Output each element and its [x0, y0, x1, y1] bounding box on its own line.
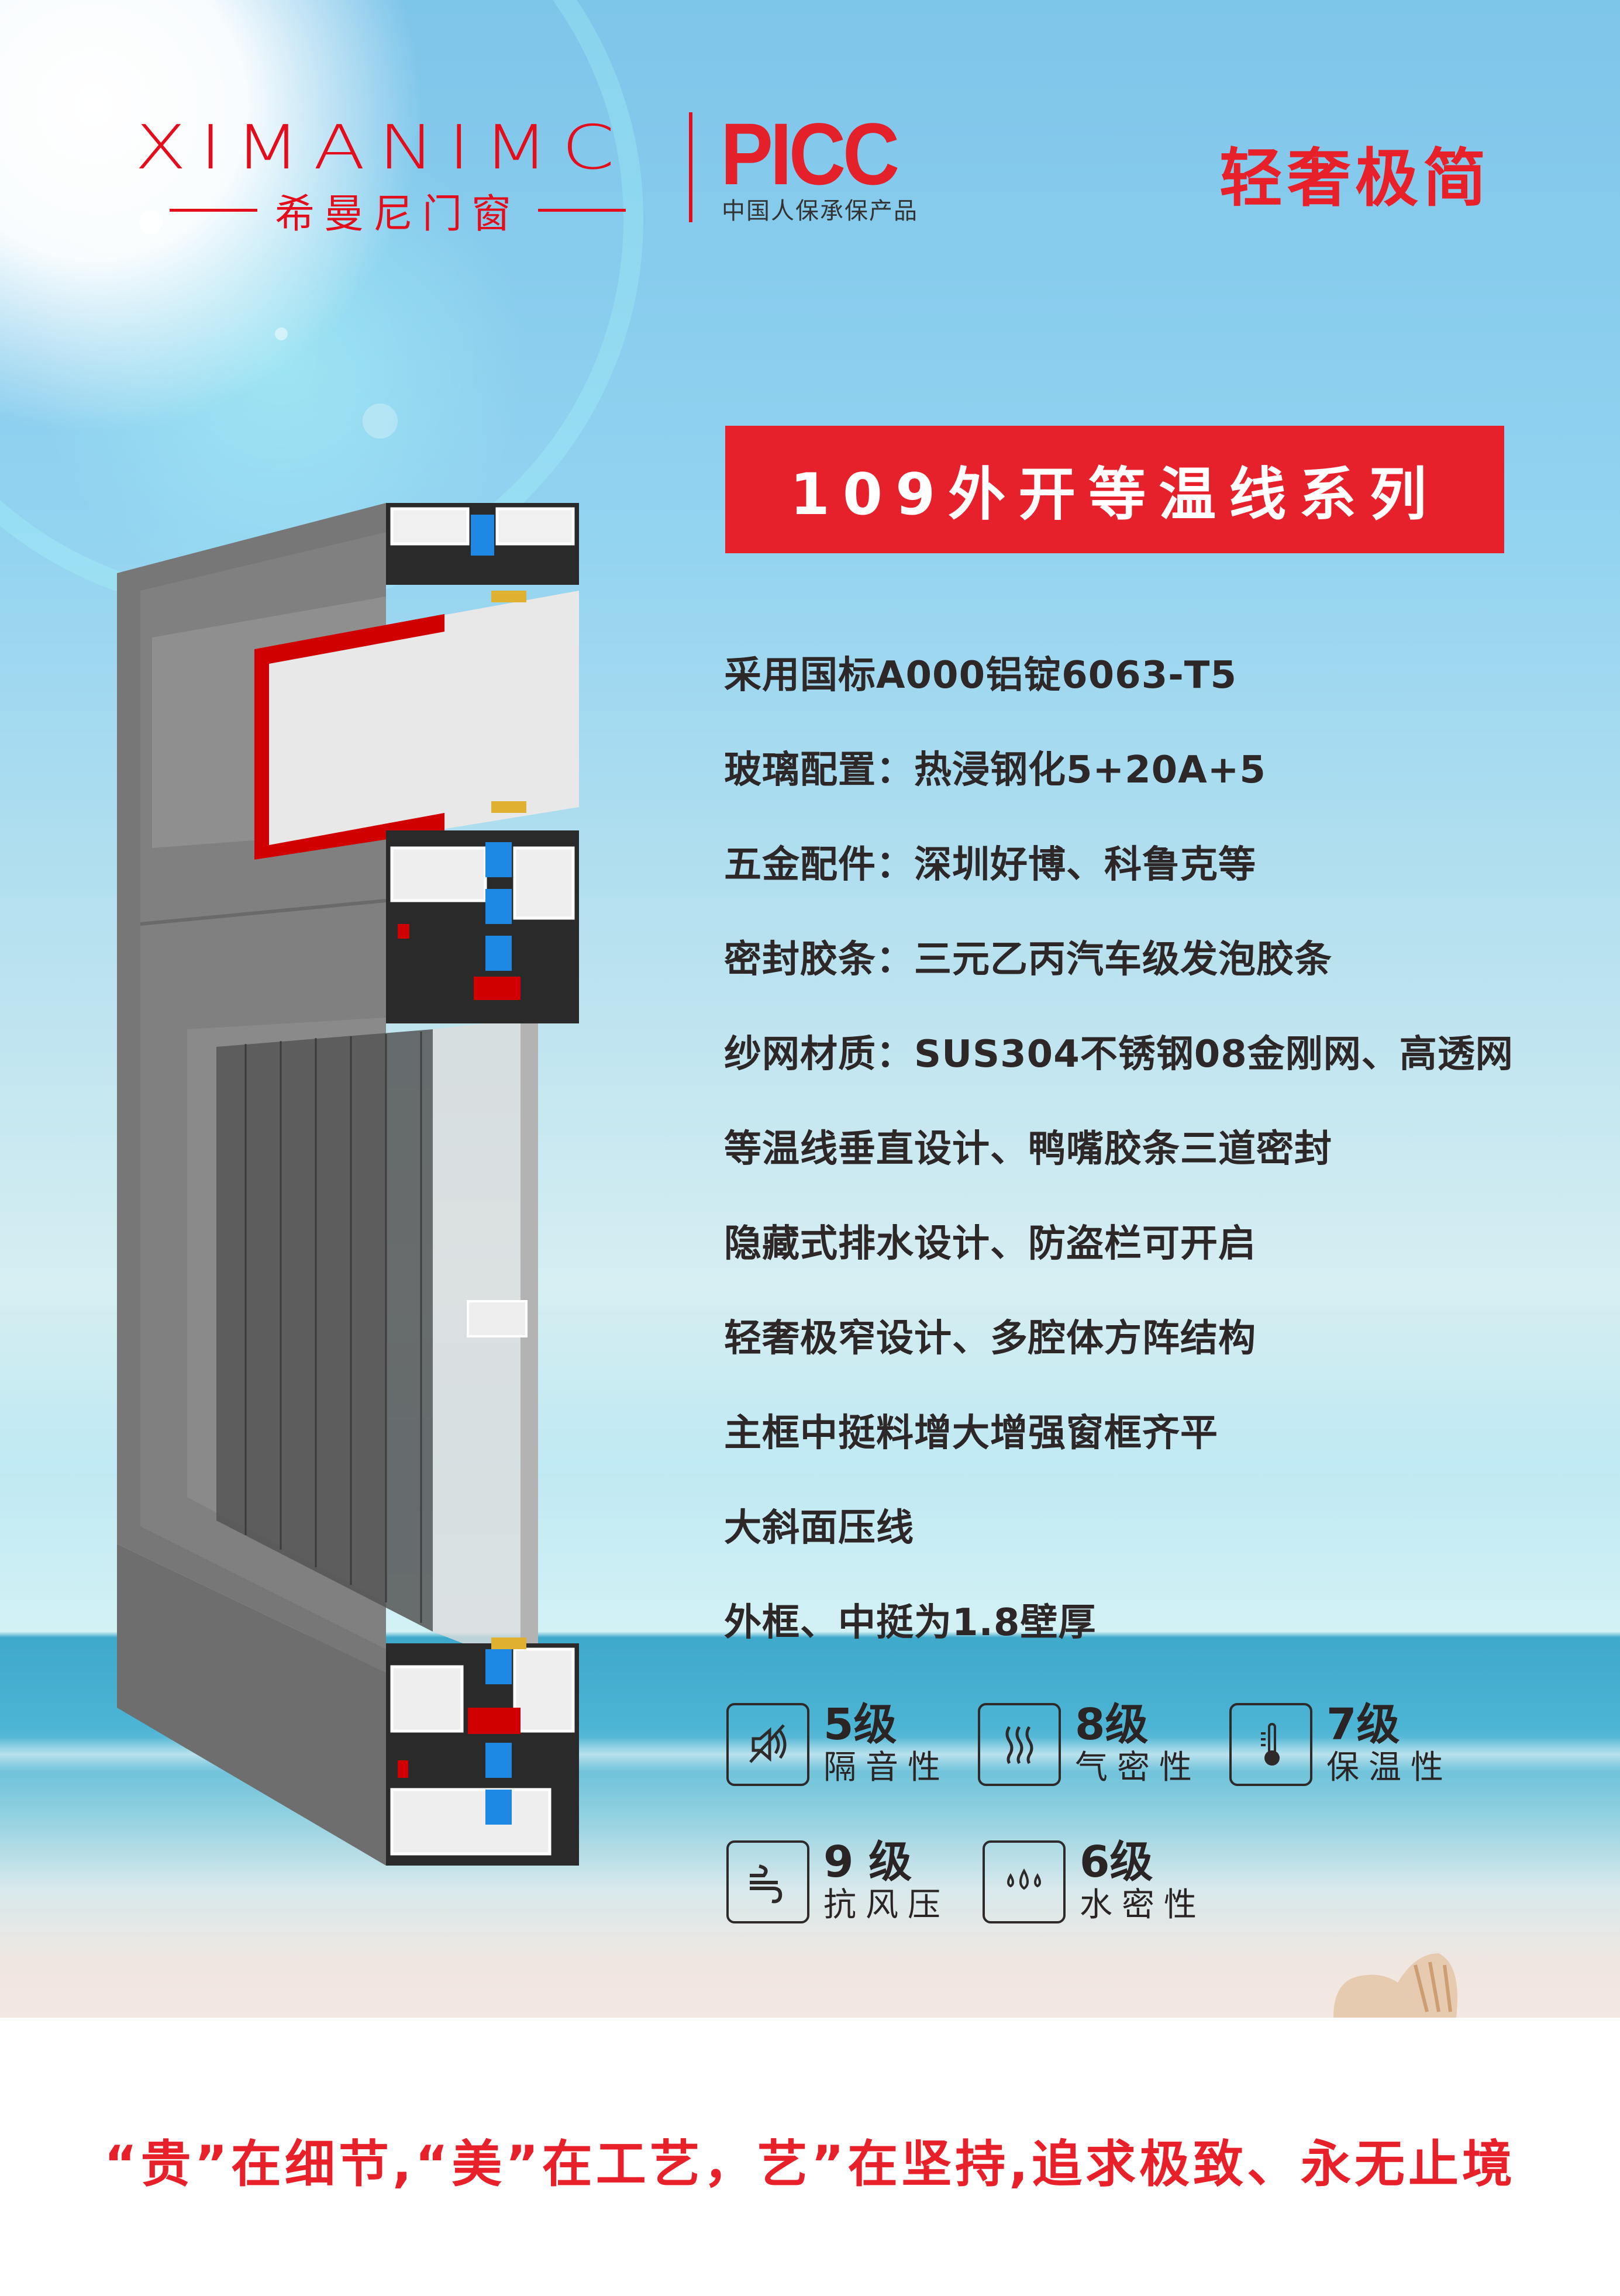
footer-band — [0, 2018, 1620, 2296]
badge-level: 9 级 — [823, 1837, 912, 1887]
feature-item: 密封胶条：三元乙丙汽车级发泡胶条 — [724, 938, 1332, 981]
thermometer-icon — [1229, 1703, 1312, 1786]
feature-item: 轻奢极窄设计、多腔体方阵结构 — [724, 1317, 1256, 1360]
feature-item: 五金配件：深圳好博、科鲁克等 — [724, 843, 1256, 887]
seashell-decoration — [1333, 1953, 1457, 2018]
feature-item: 纱网材质：SUS304不锈钢08金刚网、高透网 — [724, 1033, 1514, 1076]
lens-flare-dot — [363, 404, 398, 439]
feature-item: 隐藏式排水设计、防盗栏可开启 — [724, 1222, 1256, 1266]
series-title: 109外开等温线系列 — [790, 461, 1440, 528]
decorative-line — [170, 209, 257, 212]
badge-name: 气密性 — [1075, 1749, 1201, 1787]
window-cross-section-illustration — [117, 503, 579, 1866]
badge-wind-pressure: 9 级 抗风压 — [726, 1840, 950, 1926]
feature-item: 大斜面压线 — [724, 1506, 914, 1550]
badge-name: 隔音性 — [823, 1749, 950, 1787]
logo-divider — [689, 112, 692, 222]
water-drops-icon — [983, 1840, 1066, 1923]
badge-water-tightness: 6级 水密性 — [983, 1840, 1206, 1926]
badge-level: 6级 — [1080, 1837, 1153, 1887]
picc-logo: PICC — [721, 105, 899, 203]
wind-icon — [726, 1840, 809, 1923]
badge-level: 8级 — [1075, 1699, 1149, 1750]
lens-flare-dot — [275, 327, 288, 340]
air-tightness-icon — [978, 1703, 1061, 1786]
badge-level: 5级 — [823, 1699, 897, 1750]
badge-name: 水密性 — [1080, 1886, 1206, 1924]
feature-item: 外框、中挺为1.8壁厚 — [724, 1601, 1097, 1645]
picc-subtitle: 中国人保承保产品 — [722, 198, 918, 225]
tagline: 轻奢极简 — [1219, 142, 1491, 215]
badge-name: 保温性 — [1326, 1749, 1453, 1787]
badge-level: 7级 — [1326, 1699, 1400, 1750]
badge-air-tightness: 8级 气密性 — [978, 1703, 1201, 1788]
feature-item: 主框中挺料增大增强窗框齐平 — [724, 1412, 1218, 1455]
decorative-line — [538, 209, 626, 212]
brand-wordmark: XIMANIMC — [135, 112, 628, 183]
brand-logo: XIMANIMC 希曼尼门窗 — [135, 112, 628, 237]
brand-chinese-text: 希曼尼门窗 — [275, 191, 521, 237]
sound-insulation-icon — [726, 1703, 809, 1786]
series-title-banner: 109外开等温线系列 — [725, 426, 1504, 553]
feature-list: 采用国标A000铝锭6063-T5 玻璃配置：热浸钢化5+20A+5 五金配件：… — [724, 649, 1514, 1691]
badge-sound-insulation: 5级 隔音性 — [726, 1703, 950, 1788]
feature-item: 采用国标A000铝锭6063-T5 — [724, 654, 1237, 697]
lens-flare-dot — [139, 211, 163, 234]
footer-slogan: “贵”在细节,“美”在工艺，艺”在坚持,追求极致、永无止境 — [104, 2135, 1516, 2194]
feature-item: 等温线垂直设计、鸭嘴胶条三道密封 — [724, 1128, 1332, 1171]
feature-item: 玻璃配置：热浸钢化5+20A+5 — [724, 749, 1266, 792]
brand-chinese-name: 希曼尼门窗 — [170, 181, 696, 239]
badge-name: 抗风压 — [823, 1886, 950, 1924]
badge-thermal-insulation: 7级 保温性 — [1229, 1703, 1453, 1788]
